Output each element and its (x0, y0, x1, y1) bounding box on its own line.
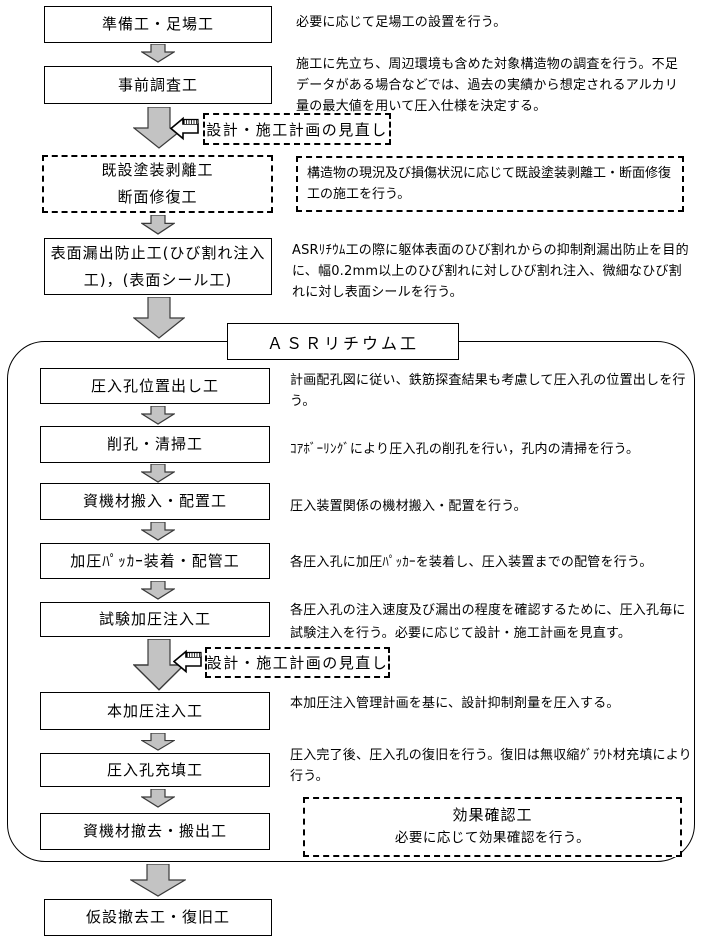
process-box-preliminary-survey: 事前調査工 (44, 66, 272, 104)
big-down-arrow-icon (132, 106, 186, 149)
step-description-main-injection: 本加圧注入管理計画を基に、設計抑制剤量を圧入する。 (290, 696, 620, 711)
process-box-surface-leakage-prevention: 表面漏出防止工(ひび割れ注入 工)，(表面シール工) (44, 238, 272, 295)
process-box-label-line: 工)，(表面シール工) (83, 270, 233, 289)
process-box-main-pressure-injection: 本加圧注入工 (40, 692, 270, 730)
step-description-hole-positioning: 計画配孔図に従い、鉄筋探査結果も考慮して圧入孔の位置出しを行う。 (290, 373, 686, 409)
process-box-label-line: 断面修復工 (117, 188, 198, 206)
down-arrow-icon (139, 788, 177, 808)
process-box-equipment-removal: 資機材撤去・搬出工 (40, 813, 270, 850)
down-arrow-icon (139, 463, 177, 483)
process-box-label: 資機材撤去・搬出工 (82, 822, 227, 840)
down-arrow-icon (139, 521, 177, 541)
process-box-label: 圧入孔充填工 (106, 760, 203, 779)
process-box-trial-pressure-injection: 試験加圧注入工 (40, 602, 270, 637)
design-plan-review-label: 設計・施工計画の見直し (206, 654, 389, 672)
process-box-label: 準備工・足場工 (101, 15, 214, 33)
design-plan-review-box-top: 設計・施工計画の見直し (203, 113, 391, 145)
left-arrow-icon (169, 115, 200, 142)
process-box-label-line: 既設塗装剥離工 (101, 161, 214, 179)
step-description-drilling-cleaning: ｺｱﾎﾞｰﾘﾝｸﾞにより圧入孔の削孔を行い，孔内の清掃を行う。 (290, 442, 640, 457)
big-down-arrow-icon (132, 296, 186, 339)
process-box-equipment-carry-in: 資機材搬入・配置工 (40, 483, 270, 520)
process-box-label: 仮設撤去工・復旧工 (85, 908, 230, 926)
process-box-preparation-scaffolding: 準備工・足場工 (44, 6, 272, 43)
step-description-packer-piping: 各圧入孔に加圧ﾊﾟｯｶｰを装着し、圧入装置までの配管を行う。 (290, 555, 653, 570)
big-down-arrow-icon (128, 863, 188, 897)
process-box-coating-removal-section-repair: 既設塗装剥離工 断面修復工 (42, 155, 273, 213)
process-box-injection-hole-positioning: 圧入孔位置出し工 (40, 368, 270, 404)
process-box-packer-attachment-piping: 加圧ﾊﾟｯｶｰ装着・配管工 (40, 543, 270, 579)
step-description-trial-injection: 各圧入孔の注入速度及び漏出の程度を確認するために、圧入孔毎に試験注入を行う。必要… (290, 603, 686, 641)
step-description-preparation: 必要に応じて足場工の設置を行う。 (296, 15, 507, 30)
process-box-drilling-cleaning: 削孔・清掃工 (40, 426, 270, 463)
down-arrow-icon (139, 732, 177, 751)
effect-check-title: 効果確認工 (452, 806, 533, 824)
step-description-surface-leakage: ASRﾘﾁｳﾑ工の際に躯体表面のひび割れからの抑制剤漏出防止を目的に、幅0.2m… (292, 243, 689, 300)
big-down-arrow-icon (132, 638, 186, 691)
process-box-label-line: 表面漏出防止工(ひび割れ注入 (50, 243, 266, 262)
process-box-label: 試験加圧注入工 (98, 610, 211, 628)
process-box-label: 事前調査工 (117, 75, 198, 94)
process-box-label: 圧入孔位置出し工 (90, 376, 219, 395)
process-box-label: 削孔・清掃工 (106, 435, 203, 453)
down-arrow-icon (139, 580, 177, 600)
step-description-preliminary-survey: 施工に先立ち、周辺環境も含めた対象構造物の調査を行う。不足データがある場合などで… (296, 57, 679, 114)
step-description-coating-removal: 構造物の現況及び損傷状況に応じて既設塗装剥離工・断面修復工の施工を行う。 (296, 156, 684, 212)
left-arrow-icon (172, 648, 203, 675)
down-arrow-icon (139, 405, 177, 425)
effect-check-box: 効果確認工 必要に応じて効果確認を行う。 (303, 797, 682, 857)
asr-section-title-box: ＡＳＲリチウム工 (227, 323, 459, 360)
process-box-label: 加圧ﾊﾟｯｶｰ装着・配管工 (70, 551, 240, 570)
step-description-equipment-carry-in: 圧入装置関係の機材搬入・配置を行う。 (290, 499, 527, 514)
process-box-label: 本加圧注入工 (106, 701, 203, 720)
down-arrow-icon (139, 214, 177, 235)
process-box-injection-hole-filling: 圧入孔充填工 (40, 753, 270, 787)
process-box-label: 資機材搬入・配置工 (82, 492, 227, 510)
design-plan-review-label: 設計・施工計画の見直し (206, 120, 388, 139)
down-arrow-icon (139, 43, 177, 63)
effect-check-description: 必要に応じて効果確認を行う。 (394, 830, 591, 846)
step-description-hole-filling: 圧入完了後、圧入孔の復旧を行う。復旧は無収縮ｸﾞﾗｳﾄ材充填により行う。 (290, 748, 692, 784)
process-box-temporary-removal-restoration: 仮設撤去工・復旧工 (44, 899, 272, 936)
design-plan-review-box-middle: 設計・施工計画の見直し (205, 647, 390, 678)
asr-section-title: ＡＳＲリチウム工 (266, 333, 419, 353)
